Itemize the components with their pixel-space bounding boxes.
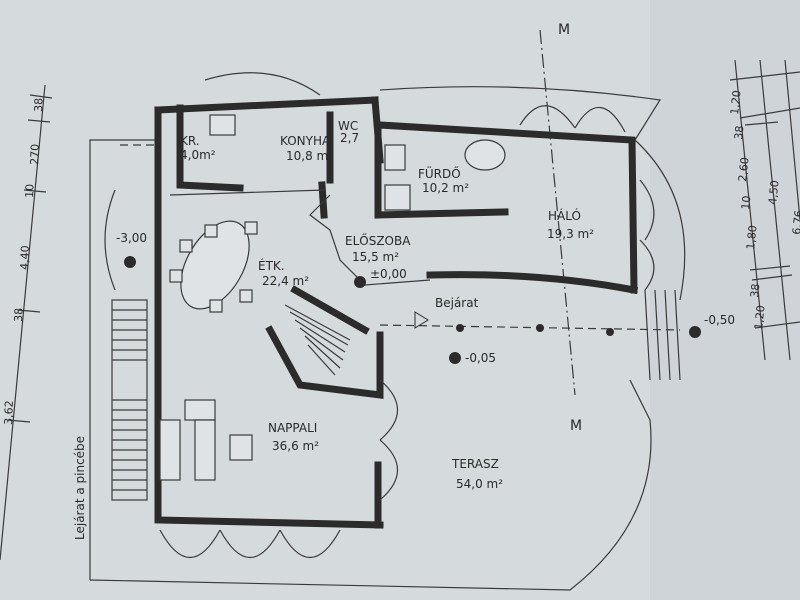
dim-left: 3,62	[2, 400, 16, 425]
furniture	[159, 114, 506, 481]
sofa	[159, 419, 181, 481]
level-left: -3,00	[116, 231, 147, 245]
dim-right-outer: 6,76	[790, 210, 800, 236]
right-dimension-lines	[729, 59, 800, 361]
level-marker-icon	[689, 326, 701, 338]
entrance-axis	[379, 324, 681, 331]
dim-right: 2,60	[736, 157, 751, 183]
paper-shadow	[650, 0, 800, 600]
dim-right: 38	[748, 283, 762, 298]
room-name-eloszoba: ELŐSZOBA	[345, 233, 411, 248]
stove	[209, 114, 236, 136]
room-area-konyha: 10,8 m²	[286, 149, 333, 163]
room-area-kamra: 4,0m²	[180, 148, 216, 162]
chair	[244, 221, 258, 235]
room-name-terasz: TERASZ	[451, 457, 499, 471]
dim-left: 38	[32, 98, 45, 112]
toilet	[384, 144, 406, 171]
right-stairs[interactable]	[644, 289, 681, 381]
bathtub	[464, 139, 506, 171]
dim-right: 1,80	[744, 225, 759, 251]
room-name-konyha: KONYHA	[280, 134, 331, 148]
section-marker-bottom: M	[570, 418, 582, 434]
chair	[169, 269, 183, 283]
terrace-outline-left	[89, 139, 155, 580]
basement-stairs[interactable]	[111, 299, 148, 501]
section-marker-top: M	[558, 22, 570, 38]
column	[536, 324, 544, 332]
room-area-etk: 22,4 m²	[262, 274, 309, 288]
room-area-furdo: 10,2 m²	[422, 181, 469, 195]
main-stairs[interactable]	[284, 304, 351, 376]
shower	[384, 184, 411, 211]
coffee-table	[194, 419, 216, 481]
walls	[154, 96, 639, 529]
armchair	[184, 399, 216, 421]
dim-left: 4,40	[18, 245, 32, 270]
section-line	[539, 29, 576, 396]
dim-left: 38	[12, 308, 25, 322]
room-name-nappali: NAPPALI	[268, 421, 317, 435]
level-entrance: -0,05	[465, 351, 496, 365]
room-area-eloszoba: 15,5 m²	[352, 250, 399, 264]
chair	[209, 299, 223, 313]
entrance-arrow-icon	[414, 311, 429, 329]
room-name-etk: ÉTK.	[258, 258, 285, 273]
column	[606, 328, 614, 336]
level-right: -0,50	[704, 313, 735, 327]
level-marker-icon	[354, 276, 366, 288]
room-area-wc: 2,7	[340, 131, 359, 145]
room-name-halo: HÁLÓ	[548, 208, 581, 223]
thin-lines	[104, 72, 686, 558]
dim-right: 1,20	[752, 305, 767, 331]
chair	[179, 239, 193, 253]
dim-right: 38	[732, 125, 746, 140]
basement-stairs-label: Lejárat a pincébe	[73, 436, 87, 540]
armchair	[229, 434, 253, 461]
room-area-terasz: 54,0 m²	[456, 477, 503, 491]
dim-right: 10	[739, 195, 753, 210]
room-area-nappali: 36,6 m²	[272, 439, 319, 453]
chair	[239, 289, 253, 303]
dim-right-mid: 4,50	[766, 180, 781, 206]
column	[456, 324, 464, 332]
room-area-halo: 19,3 m²	[547, 227, 594, 241]
dim-right: 1,20	[728, 90, 743, 116]
level-hall: ±0,00	[370, 267, 407, 281]
room-name-kamra: KR.	[180, 134, 200, 148]
level-marker-icon	[449, 352, 461, 364]
room-name-wc: WC	[338, 119, 358, 133]
entrance-label: Bejárat	[435, 296, 479, 310]
level-marker-icon	[124, 256, 136, 268]
dim-left: 270	[28, 144, 42, 165]
terrace-outline	[89, 379, 652, 591]
dim-left: 10	[23, 184, 36, 198]
left-dimension-lines	[0, 84, 53, 561]
room-name-furdo: FÜRDŐ	[418, 165, 461, 181]
chair	[204, 224, 218, 238]
